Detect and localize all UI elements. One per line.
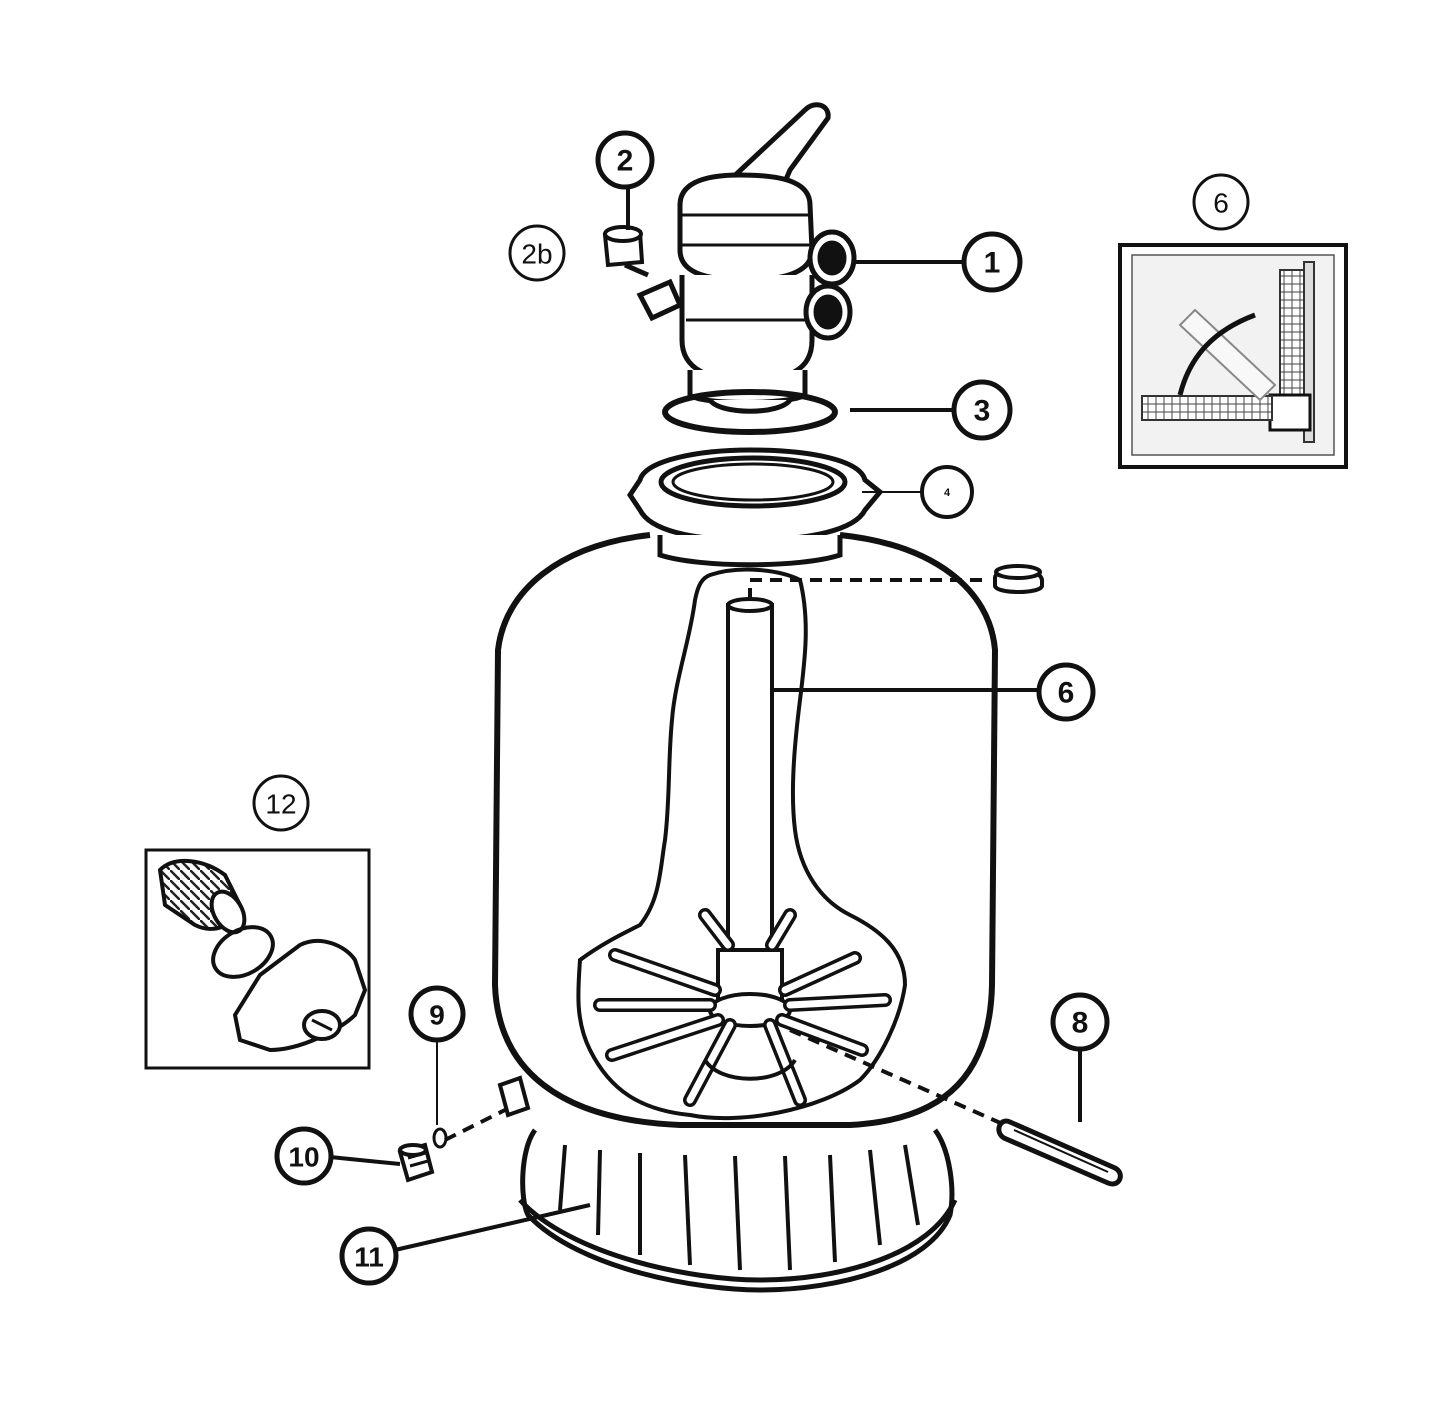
tank-drain-port bbox=[497, 1075, 531, 1118]
callout-6-inset: 6 bbox=[1192, 173, 1250, 231]
callout-3: 3 bbox=[951, 379, 1013, 441]
callout-8: 8 bbox=[1050, 992, 1110, 1052]
svg-text:10: 10 bbox=[288, 1142, 319, 1173]
svg-text:8: 8 bbox=[1072, 1007, 1089, 1040]
drain-o-ring bbox=[432, 1127, 448, 1149]
svg-text:3: 3 bbox=[974, 395, 991, 428]
base-stand bbox=[518, 1128, 958, 1293]
locking-clamp-ring bbox=[626, 447, 884, 543]
lateral-assembly bbox=[593, 908, 892, 1107]
callout-11: 11 bbox=[339, 1226, 399, 1286]
svg-text:1: 1 bbox=[984, 247, 1001, 280]
drain-plug bbox=[397, 1142, 435, 1183]
valve-o-ring bbox=[662, 389, 838, 435]
callout-1: 1 bbox=[961, 231, 1023, 293]
callout-2: 2 bbox=[595, 130, 655, 190]
svg-text:6: 6 bbox=[1058, 677, 1075, 710]
pressure-gauge-plug bbox=[602, 225, 649, 278]
inset-union-detail bbox=[144, 848, 371, 1070]
tank-cutaway-outline bbox=[576, 567, 908, 1121]
standpipe bbox=[726, 597, 774, 952]
svg-text:2b: 2b bbox=[521, 239, 552, 270]
svg-text:12: 12 bbox=[265, 789, 296, 820]
multiport-valve bbox=[636, 102, 857, 414]
svg-text:9: 9 bbox=[429, 1000, 445, 1031]
callout-4: 4 bbox=[920, 465, 974, 519]
top-cap bbox=[993, 564, 1044, 594]
lateral-tube bbox=[996, 1118, 1123, 1187]
dashed-guide-lines bbox=[444, 578, 1006, 1142]
svg-text:2: 2 bbox=[617, 145, 634, 178]
callout-10: 10 bbox=[274, 1126, 334, 1186]
svg-text:6: 6 bbox=[1213, 188, 1229, 219]
callout-2b: 2b bbox=[508, 224, 566, 282]
svg-text:11: 11 bbox=[354, 1242, 384, 1273]
inset-lateral-detail bbox=[1118, 243, 1348, 469]
leader-lines bbox=[329, 186, 1082, 1252]
tank-neck bbox=[657, 535, 843, 568]
callout-12: 12 bbox=[252, 774, 310, 832]
callout-6-main: 6 bbox=[1036, 662, 1096, 722]
filter-tank bbox=[491, 532, 999, 1128]
callout-9: 9 bbox=[408, 985, 466, 1043]
svg-text:4: 4 bbox=[944, 487, 951, 499]
